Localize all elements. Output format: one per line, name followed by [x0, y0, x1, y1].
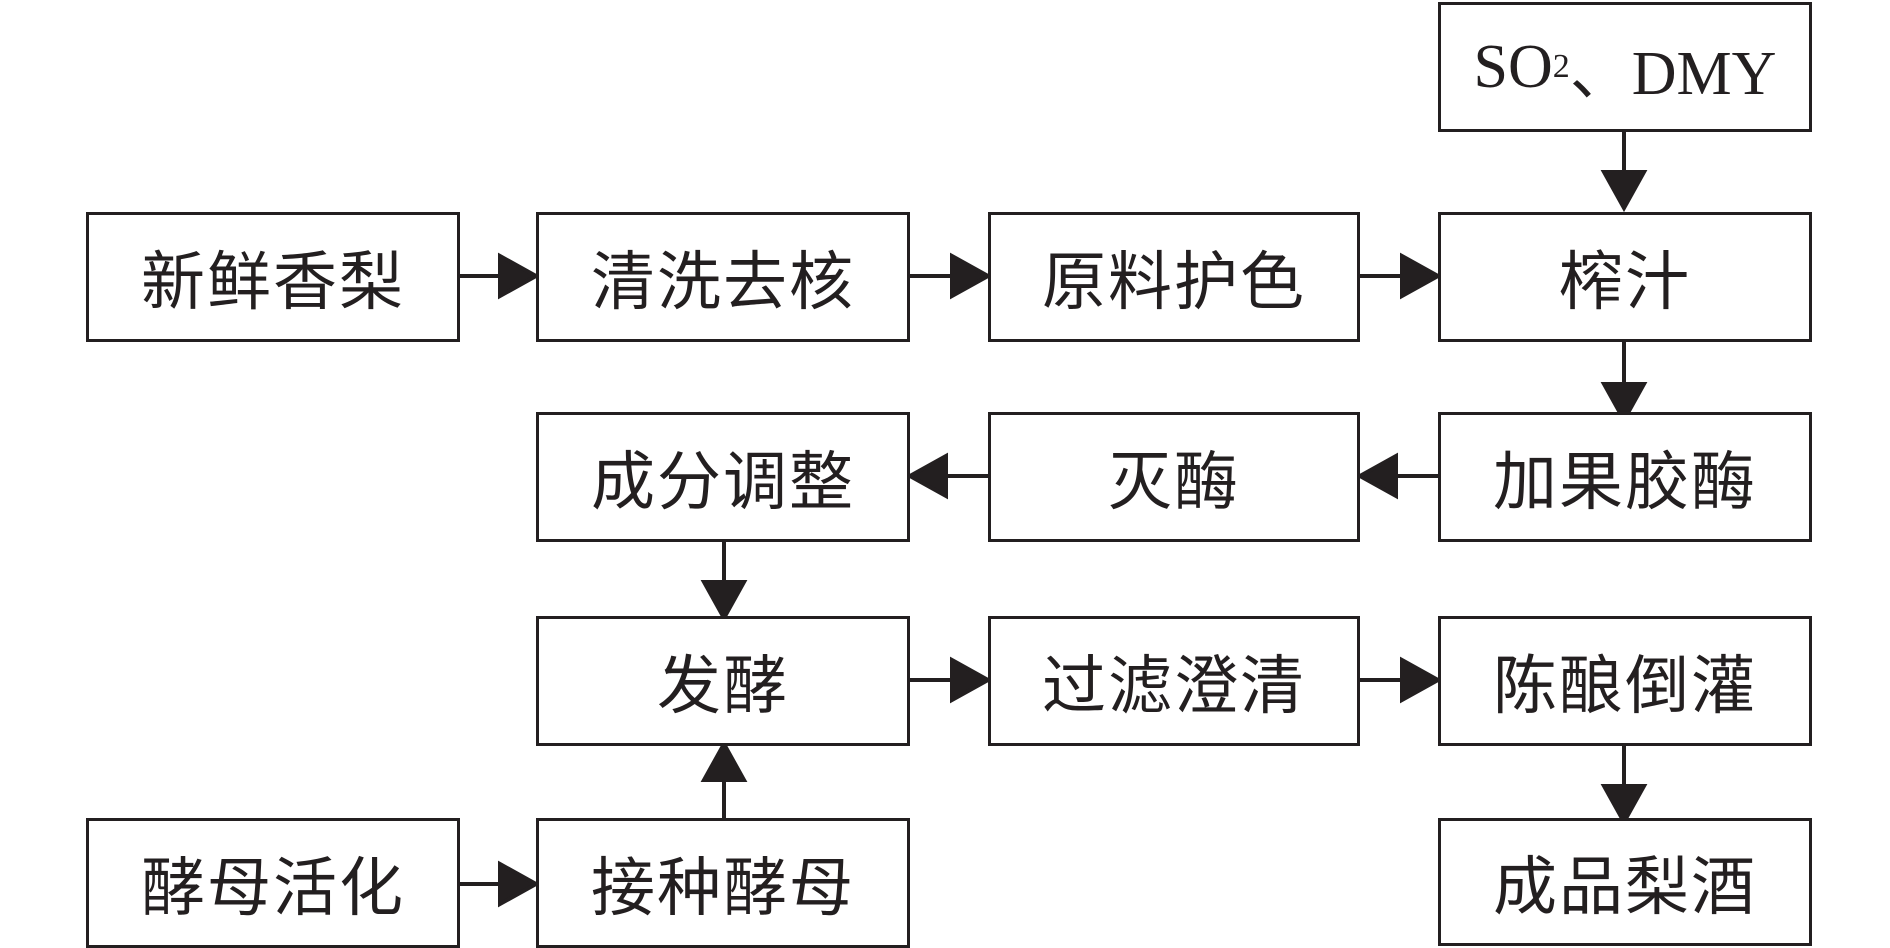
- fermentation-node: 发酵: [536, 616, 910, 746]
- yeast-activation-node: 酵母活化: [86, 818, 460, 948]
- wash-core-node: 清洗去核: [536, 212, 910, 342]
- arrowhead-color-to-juice: [1400, 252, 1443, 300]
- fresh-pear-label: 新鲜香梨: [141, 246, 405, 320]
- filter-clarify-node: 过滤澄清: [988, 616, 1360, 746]
- final-product-label: 成品梨酒: [1493, 851, 1757, 925]
- composition-adjust-label: 成分调整: [591, 446, 855, 520]
- juicing-node: 榨汁: [1438, 212, 1812, 342]
- arrowhead-additive-to-juice: [1600, 170, 1648, 213]
- filter-clarify-label: 过滤澄清: [1042, 650, 1306, 724]
- pectinase-label: 加果胶酶: [1493, 446, 1757, 520]
- arrowhead-wash-to-color: [950, 252, 993, 300]
- arrowhead-aging-to-final: [1600, 784, 1648, 827]
- arrowhead-filter-to-aging: [1400, 656, 1443, 704]
- yeast-activation-label: 酵母活化: [141, 852, 405, 926]
- enzyme-kill-node: 灭酶: [988, 412, 1360, 542]
- arrowhead-fresh-to-wash: [498, 252, 541, 300]
- arrowhead-adjust-to-ferment: [700, 580, 748, 623]
- inoculate-yeast-node: 接种酵母: [536, 818, 910, 948]
- arrowhead-inoculate-to-ferment: [700, 739, 748, 782]
- arrowhead-juice-to-pectinase: [1600, 382, 1648, 425]
- pectinase-node: 加果胶酶: [1438, 412, 1812, 542]
- enzyme-kill-label: 灭酶: [1108, 446, 1240, 520]
- inoculate-yeast-label: 接种酵母: [591, 852, 855, 926]
- arrowhead-ferment-to-filter: [950, 656, 993, 704]
- additive-subscript: 2: [1552, 48, 1570, 85]
- color-protect-node: 原料护色: [988, 212, 1360, 342]
- wash-core-label: 清洗去核: [591, 246, 855, 320]
- fresh-pear-node: 新鲜香梨: [86, 212, 460, 342]
- additive-prefix: SO: [1473, 32, 1553, 101]
- aging-bottling-node: 陈酿倒灌: [1438, 616, 1812, 746]
- color-protect-label: 原料护色: [1042, 246, 1306, 320]
- composition-adjust-node: 成分调整: [536, 412, 910, 542]
- aging-bottling-label: 陈酿倒灌: [1493, 650, 1757, 724]
- fermentation-label: 发酵: [657, 650, 789, 724]
- juicing-label: 榨汁: [1559, 246, 1691, 320]
- arrowhead-kill-to-adjust: [905, 452, 948, 500]
- additive-suffix: 、DMY: [1569, 40, 1777, 108]
- arrowhead-pectinase-to-kill: [1355, 452, 1398, 500]
- arrowhead-activation-to-inoculate: [498, 860, 541, 908]
- final-product-node: 成品梨酒: [1438, 818, 1812, 946]
